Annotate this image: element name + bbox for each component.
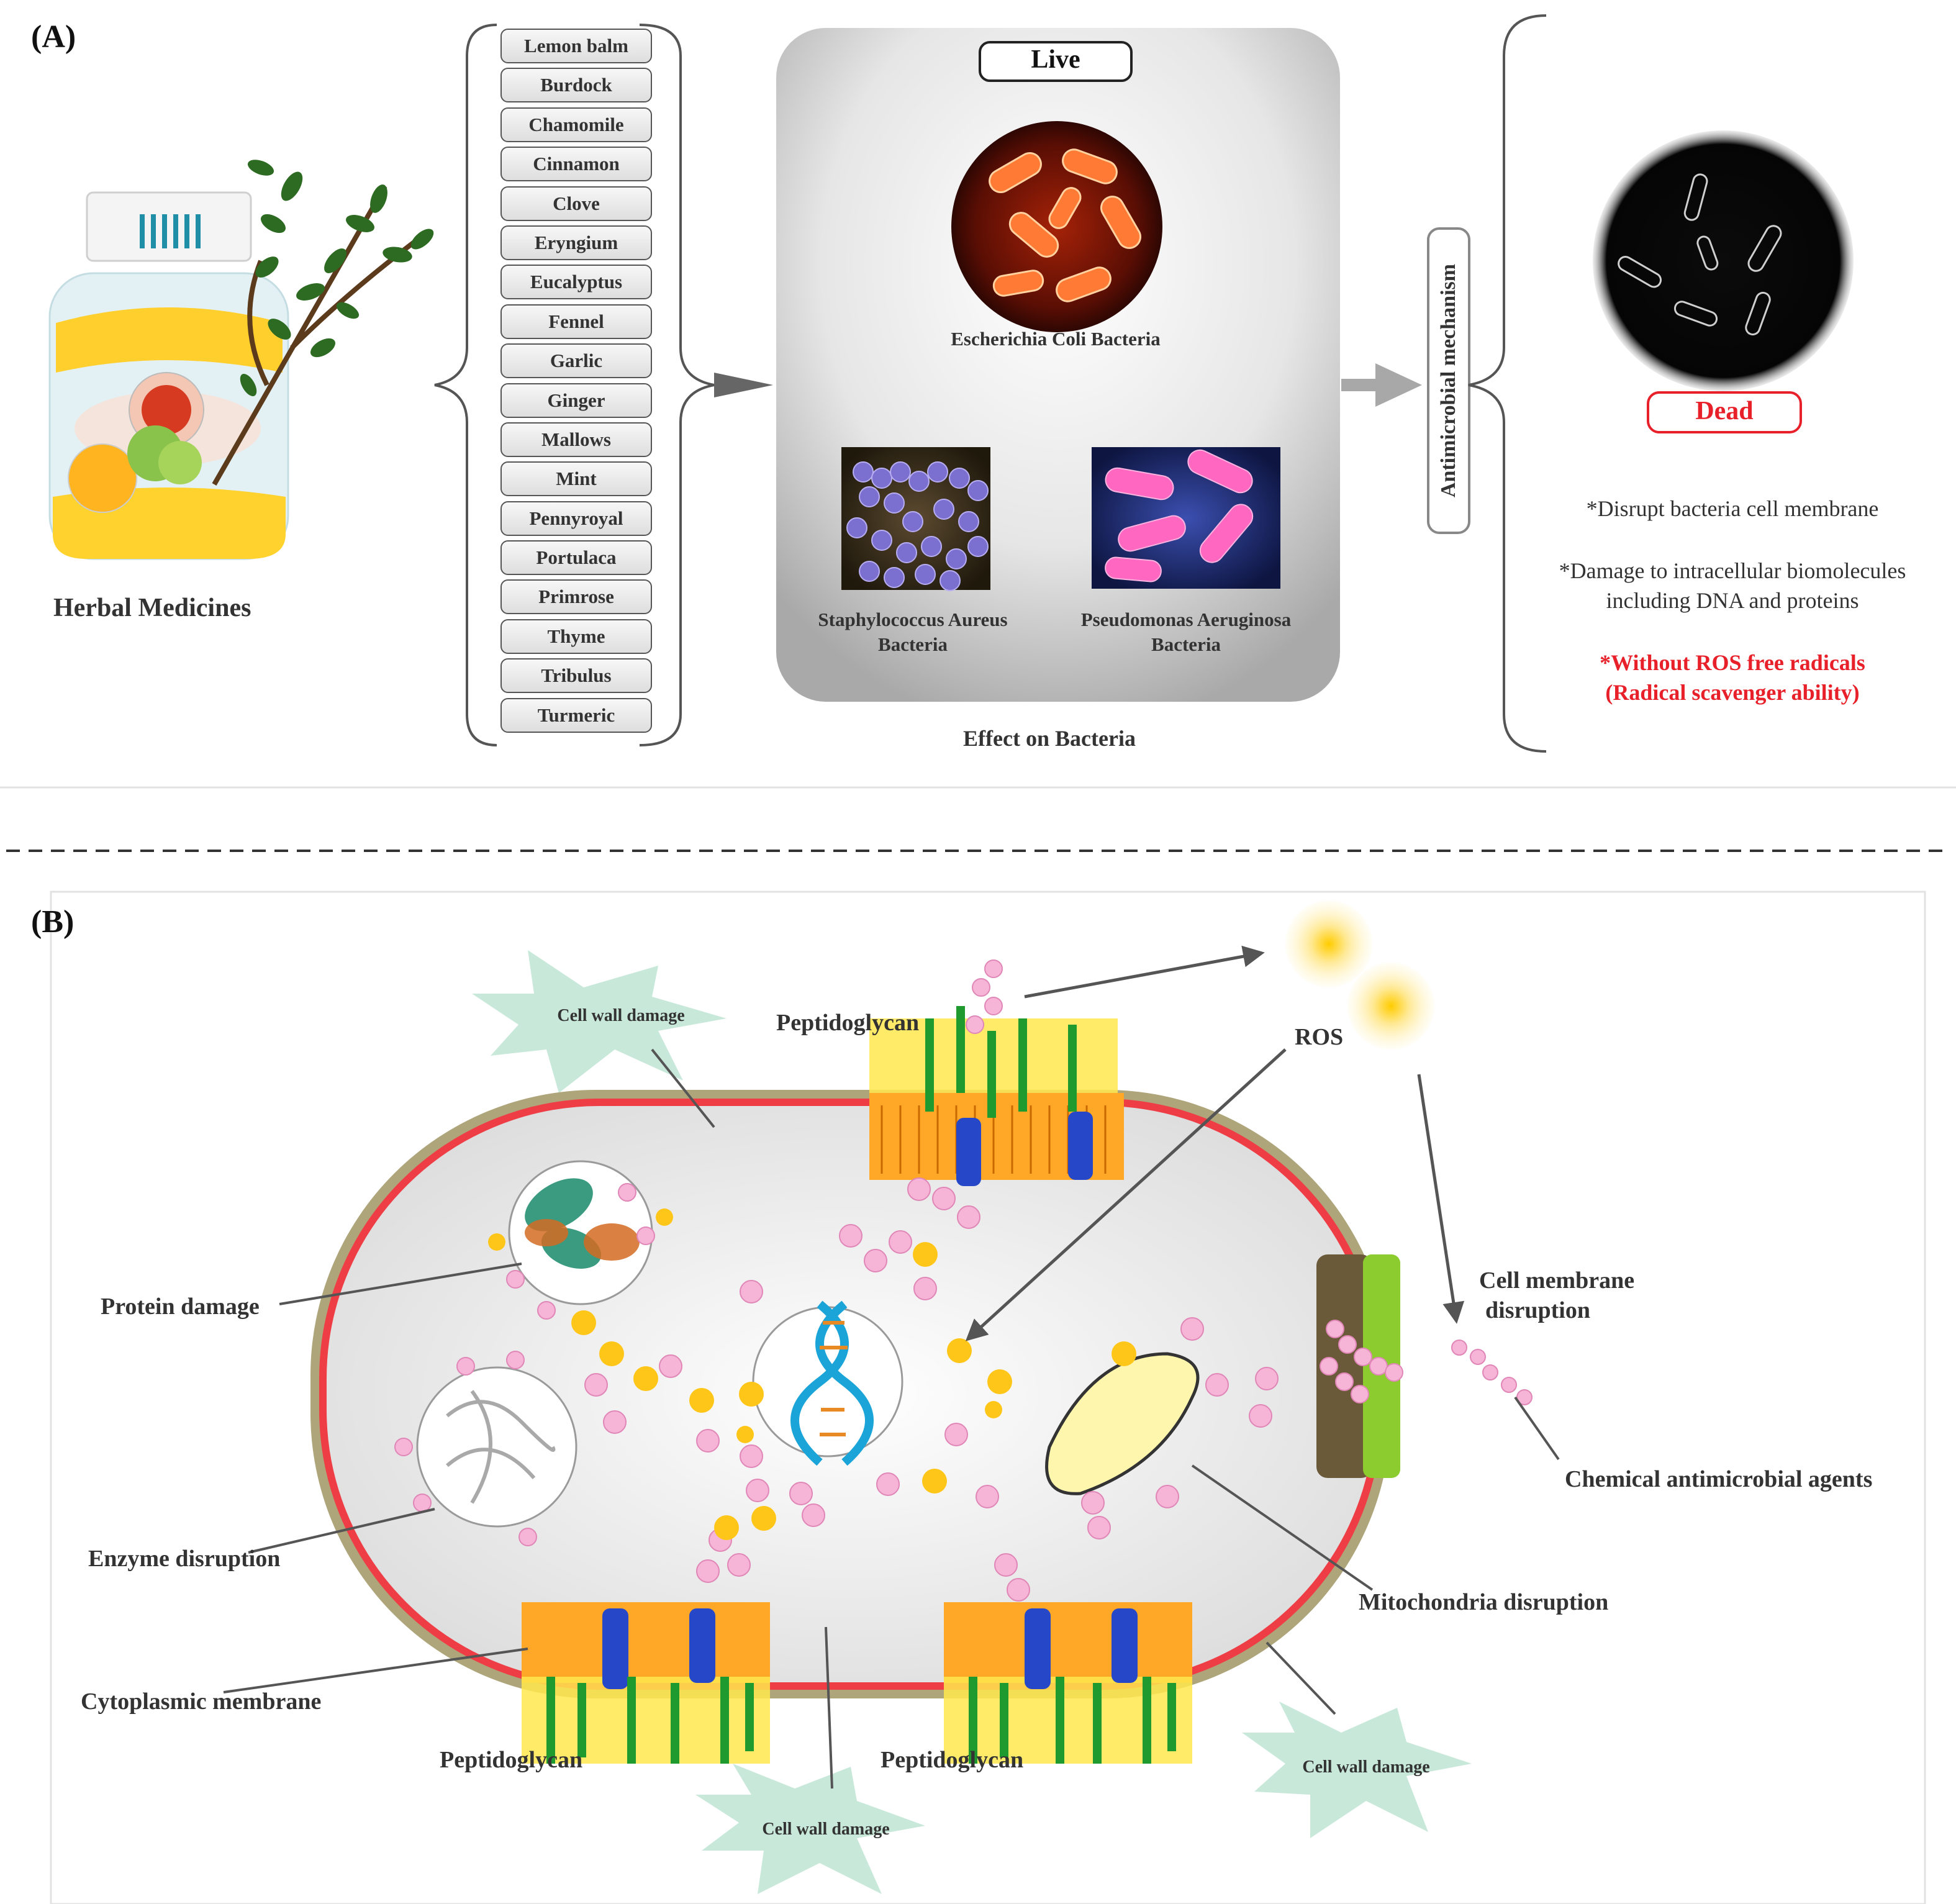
herb-item: Pennyroyal (500, 501, 652, 536)
cytoplasmic-membrane-label: Cytoplasmic membrane (81, 1689, 322, 1715)
mechanism-brace (1468, 14, 1547, 753)
herb-item: Clove (500, 186, 652, 221)
herb-item: Fennel (500, 304, 652, 339)
mitochondria-disruption-label: Mitochondria disruption (1359, 1589, 1609, 1615)
agent-block (1316, 1254, 1372, 1478)
staph-label-line2: Bacteria (878, 633, 948, 655)
mechanism-ros-text-1: *Without ROS free radicals (1600, 650, 1865, 675)
arrow-to-effect (714, 373, 773, 397)
live-box (979, 41, 1133, 82)
herb-list: Lemon balm Burdock Chamomile Cinnamon Cl… (500, 29, 652, 737)
peptidoglycan-label-top: Peptidoglycan (776, 1010, 920, 1036)
ros-particles (488, 1208, 1136, 1540)
pseudomonas-label-line1: Pseudomonas Aeruginosa (1080, 609, 1292, 630)
membrane-block-bottom-left (522, 1602, 770, 1764)
enzyme-disruption-label: Enzyme disruption (88, 1546, 281, 1572)
ros-sun-1 (1285, 900, 1372, 987)
chemical-agents-label: Chemical antimicrobial agents (1565, 1466, 1873, 1492)
herb-item: Eryngium (500, 225, 652, 260)
herb-item: Ginger (500, 383, 652, 418)
dead-box (1647, 391, 1802, 433)
mitochondria (1045, 1352, 1200, 1495)
ecoli-label: Escherichia Coli Bacteria (951, 328, 1161, 350)
arrow-to-mechanism (1375, 363, 1422, 407)
herb-item: Thyme (500, 619, 652, 654)
membrane-block-bottom-right (944, 1602, 1192, 1764)
herb-item: Garlic (500, 343, 652, 379)
herb-item: Mallows (500, 422, 652, 457)
protein-damage-label: Protein damage (101, 1294, 260, 1320)
peptidoglycan-label-left: Peptidoglycan (440, 1747, 583, 1773)
dead-label: Dead (1695, 397, 1754, 425)
herb-item: Tribulus (500, 658, 652, 694)
antimicrobial-particles (394, 959, 1279, 1602)
live-label: Live (1031, 45, 1080, 74)
membrane-block-top (869, 1006, 1124, 1186)
pseudomonas-label-line2: Bacteria (1151, 633, 1221, 655)
cell-membrane-disruption-label-2: disruption (1485, 1297, 1590, 1323)
ros-sun-2 (1347, 963, 1434, 1049)
mechanism-biomolecules-text-1: *Damage to intracellular biomolecules (1559, 558, 1906, 583)
left-brace (434, 24, 497, 746)
antimicrobial-mechanism-label: Antimicrobial mechanism (1437, 263, 1460, 498)
effect-on-bacteria-label: Effect on Bacteria (963, 726, 1136, 751)
cell-wall-damage-label-bottom: Cell wall damage (762, 1820, 890, 1839)
thyme-sprig (212, 160, 434, 486)
panel-a-label: (A) (31, 19, 76, 55)
cell-membrane-disruption-label-1: Cell membrane (1479, 1267, 1635, 1294)
ros-label: ROS (1295, 1024, 1344, 1050)
panel-b-label: (B) (31, 904, 75, 940)
mechanism-ros-text-2: (Radical scavenger ability) (1605, 680, 1860, 705)
herb-item: Chamomile (500, 107, 652, 142)
peptidoglycan-label-right: Peptidoglycan (881, 1747, 1024, 1773)
dead-image (1593, 130, 1854, 391)
mechanism-biomolecules-text-2: including DNA and proteins (1606, 588, 1859, 613)
herbal-medicines-title: Herbal Medicines (53, 594, 251, 622)
herb-item: Mint (500, 461, 652, 497)
herb-item: Primrose (500, 579, 652, 615)
enzyme-structure (416, 1366, 577, 1528)
herb-item: Portulaca (500, 540, 652, 576)
mechanism-membrane-text: *Disrupt bacteria cell membrane (1586, 496, 1879, 521)
herb-item: Turmeric (500, 697, 652, 733)
herb-item: Lemon balm (500, 29, 652, 63)
cell-wall-damage-bursts (472, 950, 1472, 1894)
herb-item: Burdock (500, 68, 652, 103)
mechanism-box (1427, 227, 1470, 534)
herb-item: Eucalyptus (500, 265, 652, 300)
staph-label-line1: Staphylococcus Aureus (818, 609, 1008, 630)
cell-wall-damage-label-right: Cell wall damage (1302, 1757, 1430, 1777)
herbal-medicine-illustration (48, 191, 289, 560)
herb-item: Cinnamon (500, 147, 652, 182)
cell-wall-damage-label-top: Cell wall damage (557, 1006, 685, 1025)
